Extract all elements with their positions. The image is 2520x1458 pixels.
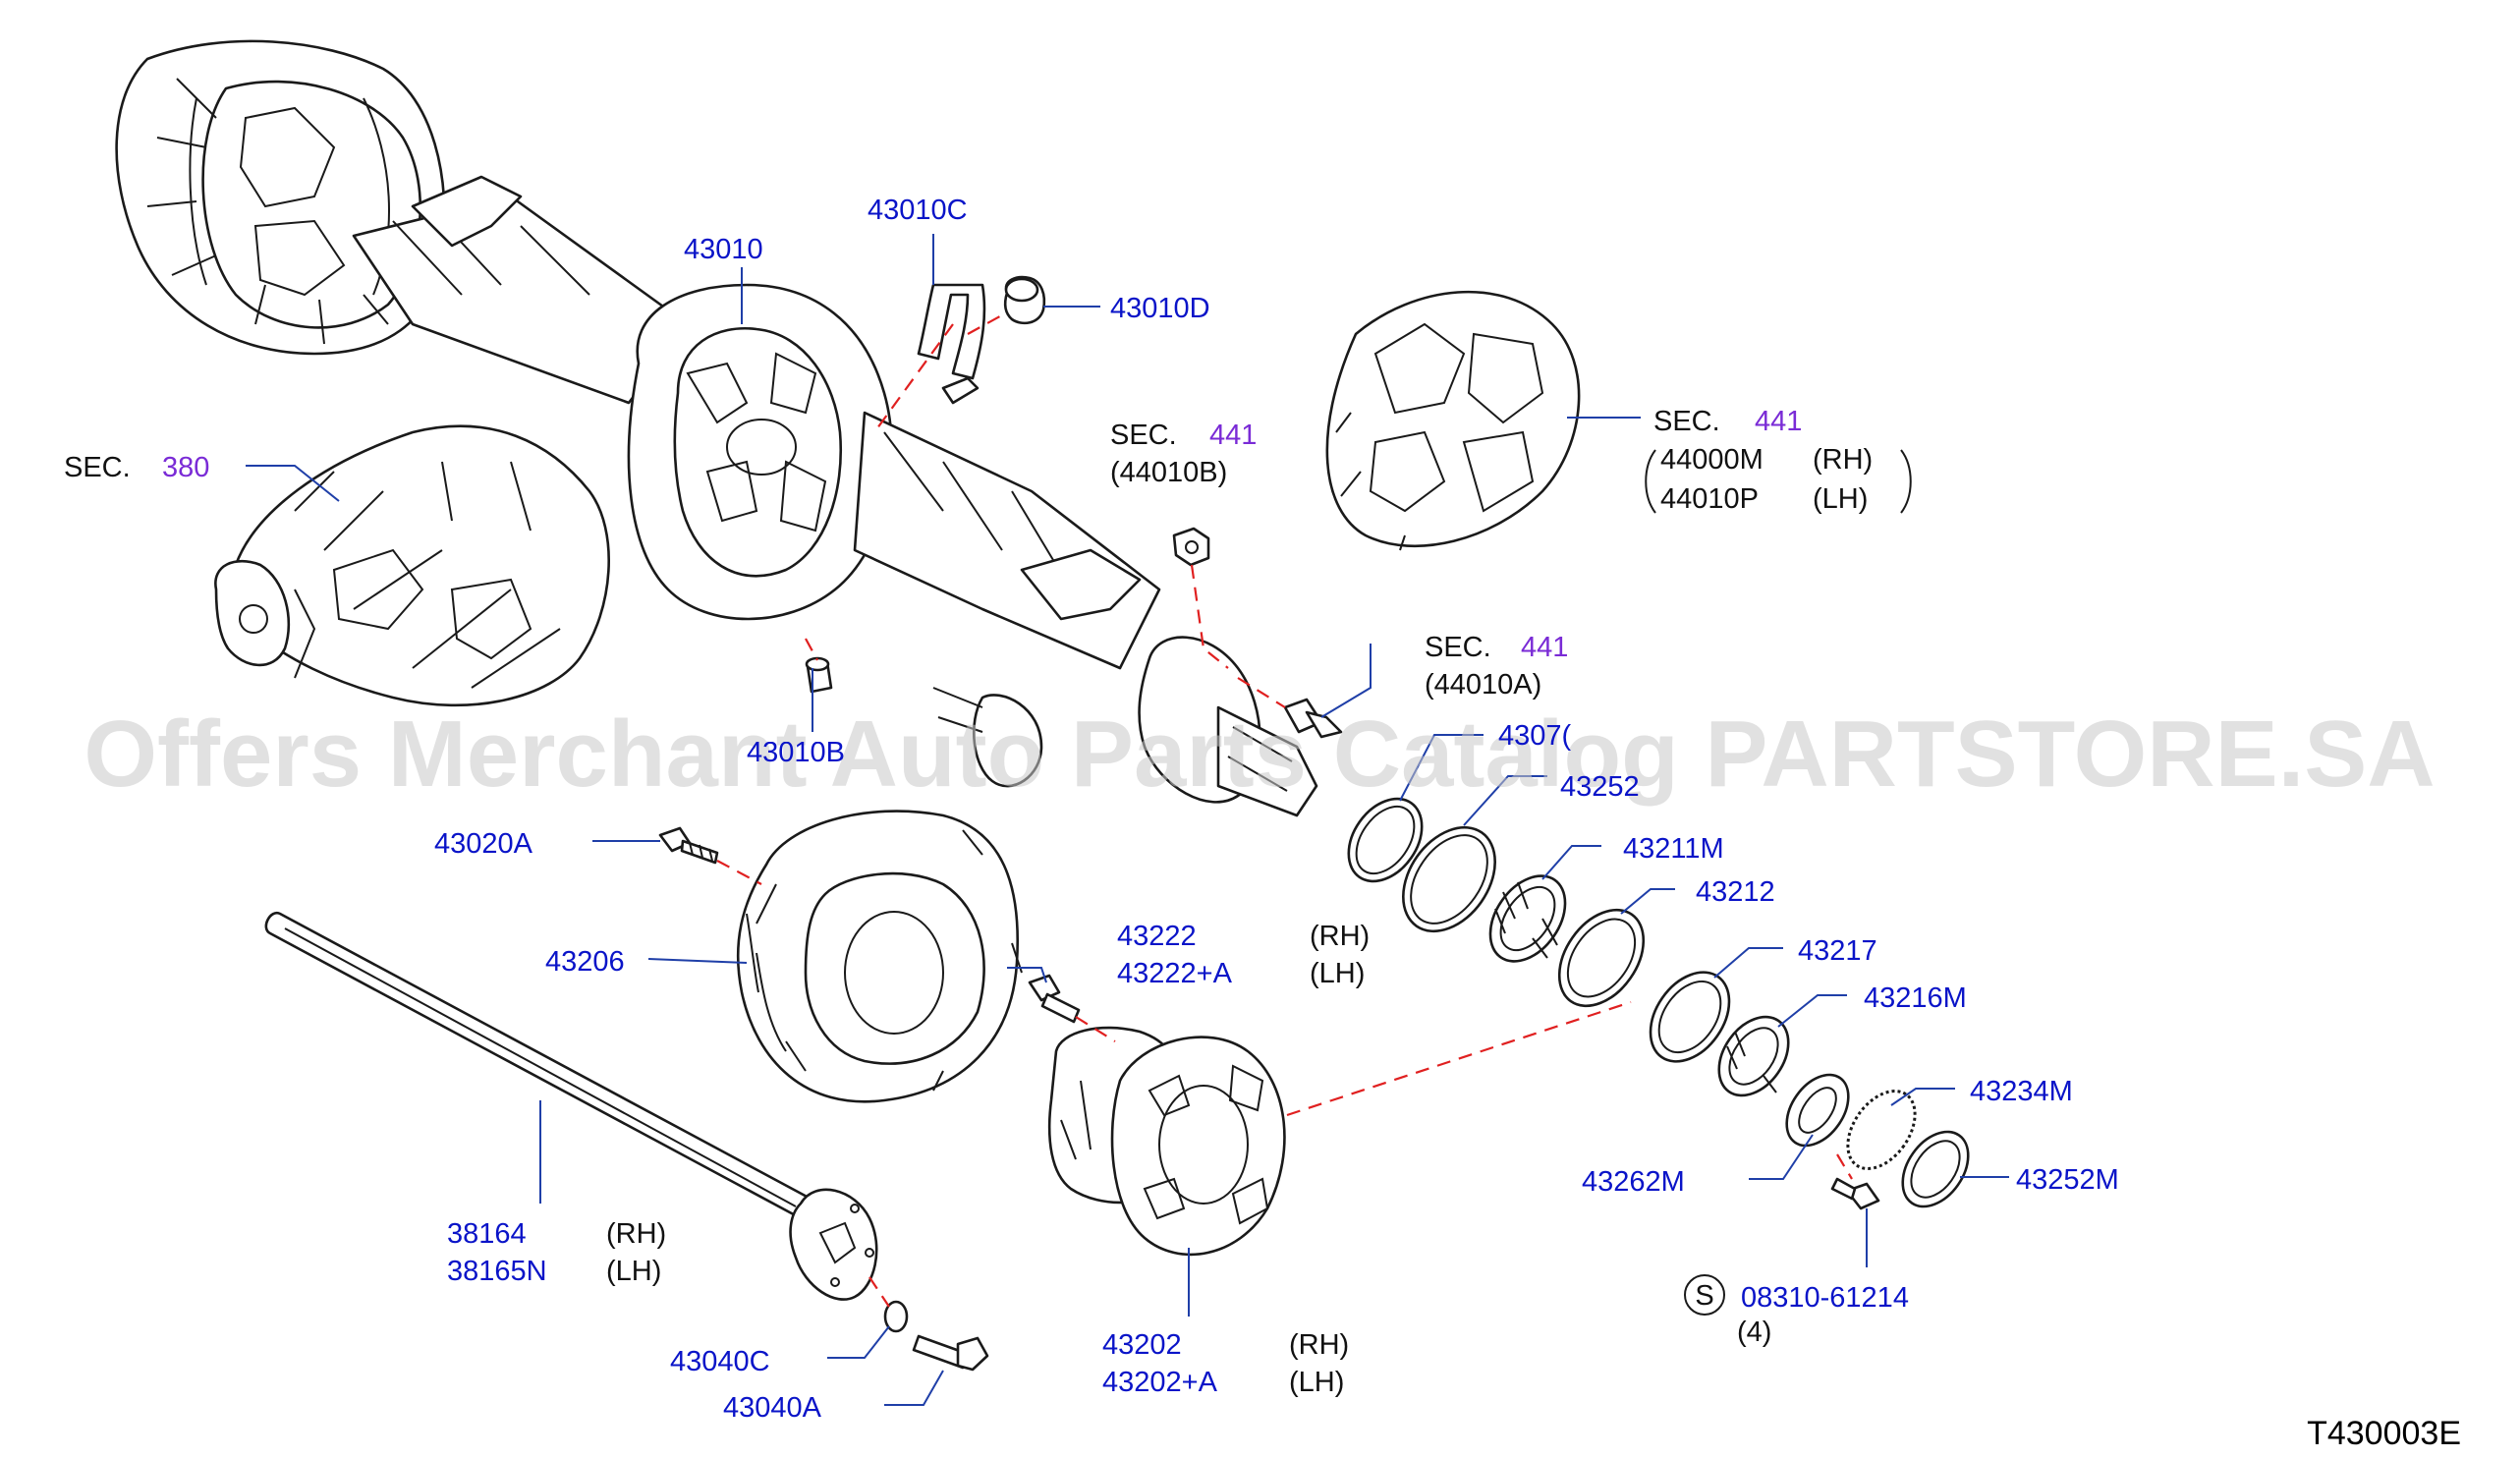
label-38164[interactable]: 38164 — [447, 1218, 527, 1250]
label-43202A[interactable]: 43202+A — [1102, 1367, 1218, 1398]
label-43211M[interactable]: 43211M — [1623, 833, 1724, 865]
label-qty-4: (4) — [1737, 1317, 1771, 1348]
bearing-43211M-illustration — [1488, 874, 1567, 963]
label-sec441r-word: SEC. — [1653, 406, 1720, 437]
left-brake-drum-illustration — [115, 39, 446, 356]
label-43217[interactable]: 43217 — [1798, 935, 1877, 967]
leader-lines — [246, 234, 2009, 1406]
exploded-view-lines — [716, 311, 1853, 1308]
label-sec441r-number[interactable]: 441 — [1755, 406, 1802, 437]
label-sec441b-word: SEC. — [1110, 420, 1177, 451]
axle-housing-43010-illustration — [352, 175, 1318, 817]
backing-plate-sec441-illustration — [1325, 290, 1581, 551]
label-43202-rh: (RH) — [1289, 1329, 1349, 1361]
label-44000M-side: (RH) — [1813, 444, 1873, 476]
s-symbol-circle — [1684, 1274, 1725, 1316]
label-43222-lh: (LH) — [1310, 958, 1365, 989]
label-43020A[interactable]: 43020A — [434, 828, 533, 860]
label-43010C[interactable]: 43010C — [868, 195, 968, 226]
label-43206[interactable]: 43206 — [545, 946, 625, 978]
bearing-43216M-illustration — [1717, 1015, 1790, 1097]
label-43202-lh: (LH) — [1289, 1367, 1344, 1398]
shim-43234M-illustration — [1846, 1090, 1917, 1170]
hub-43202-illustration — [1047, 1026, 1286, 1257]
label-43262M[interactable]: 43262M — [1582, 1166, 1685, 1198]
label-sec441a-word: SEC. — [1425, 632, 1491, 663]
label-38165N-lh: (LH) — [606, 1256, 661, 1287]
bearing-race-43212-illustration — [1557, 908, 1646, 1008]
label-43040C[interactable]: 43040C — [670, 1346, 770, 1377]
right-bracket-paren — [1900, 449, 1912, 514]
label-43070[interactable]: 4307( — [1498, 720, 1572, 752]
label-43234M[interactable]: 43234M — [1970, 1076, 2073, 1107]
left-bracket-paren — [1645, 449, 1656, 514]
bracket-43010C-illustration — [917, 283, 986, 405]
bolt-43020A-illustration — [658, 826, 719, 865]
label-44010P-side: (LH) — [1813, 483, 1868, 515]
label-43010[interactable]: 43010 — [684, 234, 763, 265]
label-sec441a-number[interactable]: 441 — [1521, 632, 1568, 663]
bolt-43040A-illustration — [912, 1334, 989, 1372]
label-44010P: 44010P — [1660, 483, 1759, 515]
label-43222[interactable]: 43222 — [1117, 921, 1197, 952]
label-44000M: 44000M — [1660, 444, 1764, 476]
axle-shaft-38164-illustration — [264, 911, 878, 1301]
plug-43010B-illustration — [805, 656, 833, 694]
label-08310-61214[interactable]: 08310-61214 — [1741, 1282, 1909, 1314]
label-43222-rh: (RH) — [1310, 921, 1370, 952]
seal-43070-illustration — [1347, 797, 1424, 883]
label-43222A[interactable]: 43222+A — [1117, 958, 1233, 989]
label-43216M[interactable]: 43216M — [1864, 982, 1967, 1014]
lock-washer-43262M-illustration — [1785, 1073, 1850, 1148]
label-43010D[interactable]: 43010D — [1110, 293, 1210, 324]
part-labels: 43010 43010C 43010D SEC. 380 SEC. 441 (4… — [64, 195, 2119, 1424]
seal-43252-illustration — [1402, 825, 1496, 933]
watermark-text: Offers Merchant Auto Parts Catalog PARTS… — [84, 701, 2435, 807]
differential-carrier-sec380-illustration — [214, 424, 610, 707]
screw-08310-61214-illustration — [1830, 1177, 1880, 1210]
brake-drum-43206-illustration — [736, 810, 1023, 1103]
washer-43040C-illustration — [883, 1300, 909, 1333]
label-sec380-word: SEC. — [64, 452, 131, 483]
seal-43252M-illustration — [1901, 1130, 1970, 1208]
bolt-44010A-illustration — [1283, 698, 1343, 739]
label-43040A[interactable]: 43040A — [723, 1392, 822, 1424]
label-43212[interactable]: 43212 — [1696, 876, 1775, 908]
label-43252M[interactable]: 43252M — [2016, 1164, 2119, 1196]
label-38164-rh: (RH) — [606, 1218, 666, 1250]
label-43010B-partial[interactable]: 43010B — [747, 737, 845, 768]
nut-44010B-illustration — [1172, 527, 1210, 567]
label-sec441b-ref: (44010B) — [1110, 457, 1227, 488]
label-sec441b-number[interactable]: 441 — [1209, 420, 1257, 451]
label-38165N[interactable]: 38165N — [447, 1256, 547, 1287]
diagram-code: T430003E — [2307, 1415, 2461, 1452]
s-symbol: S — [1695, 1280, 1713, 1312]
hub-bolt-43222-illustration — [1028, 974, 1081, 1024]
bearing-race-43217-illustration — [1649, 971, 1731, 1063]
label-43202[interactable]: 43202 — [1102, 1329, 1182, 1361]
label-43252[interactable]: 43252 — [1560, 771, 1640, 803]
label-sec380-number[interactable]: 380 — [162, 452, 209, 483]
bumper-43010D-illustration — [1003, 275, 1046, 325]
label-sec441a-ref: (44010A) — [1425, 669, 1541, 701]
